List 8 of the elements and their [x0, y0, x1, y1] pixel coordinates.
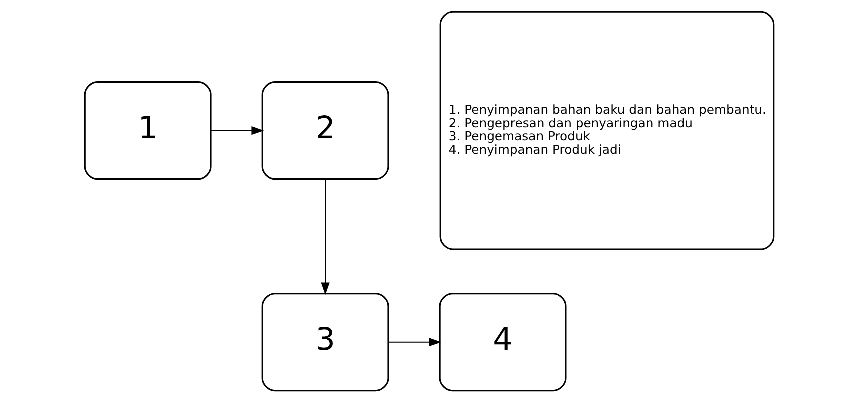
node-box: 3 — [262, 293, 390, 392]
arrow — [388, 338, 442, 347]
node-box: 1. Penyimpanan bahan baku dan bahan pembantu. 2. Pengepresan dan penyaringan madu 3. Pengemasan Produk 4. Penyimpanan Produk jadi — [440, 11, 775, 250]
node-box: 2 — [262, 82, 390, 180]
arrow — [211, 126, 264, 136]
arrow — [321, 179, 330, 296]
node-box: 4 — [439, 293, 567, 392]
node-box: 1 — [84, 82, 212, 180]
